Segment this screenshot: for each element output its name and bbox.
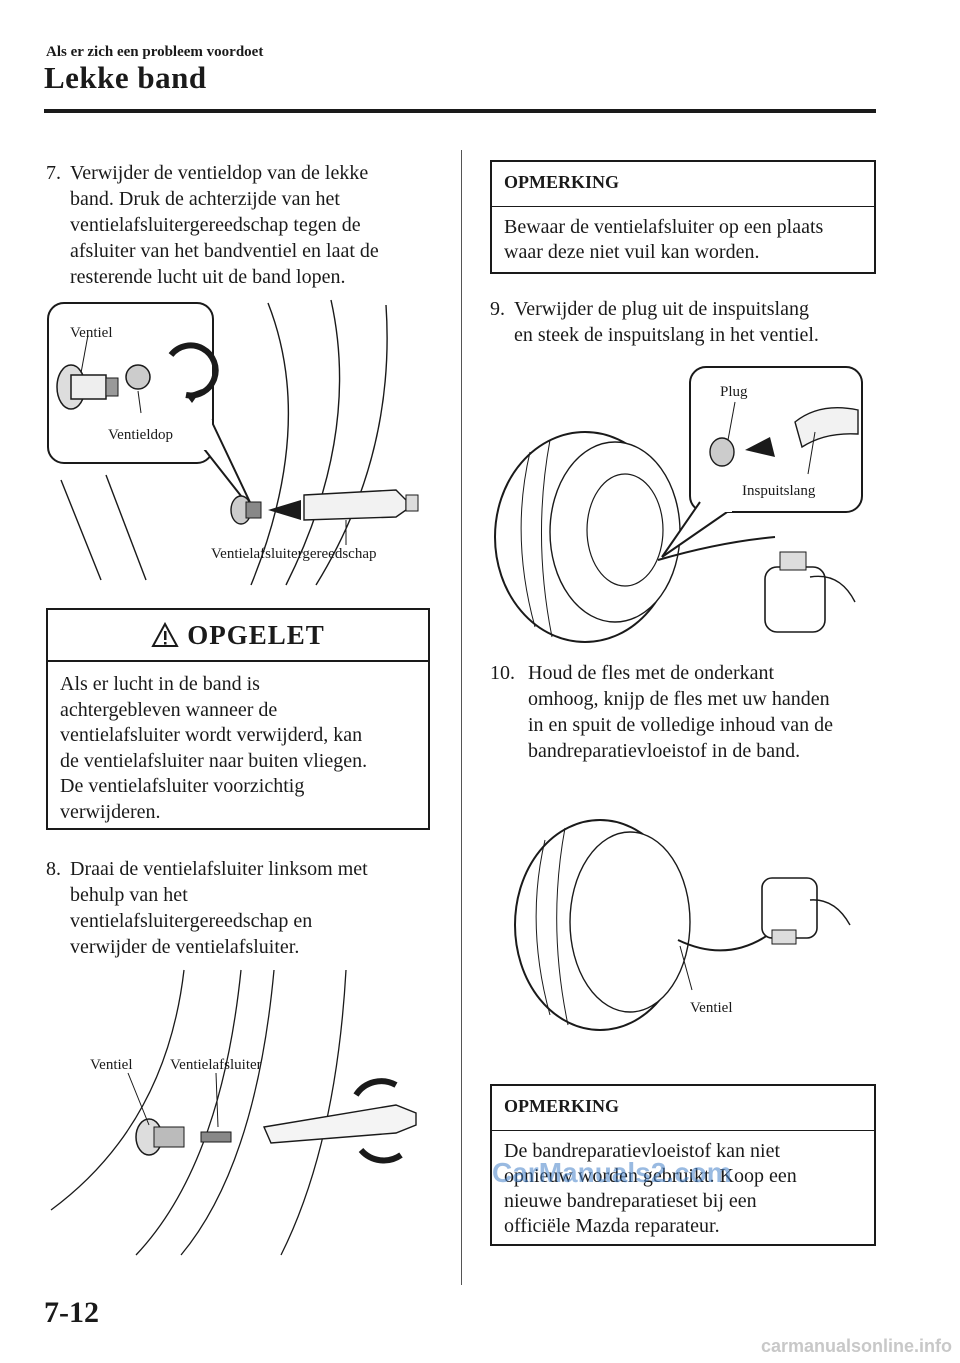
step-line: afsluiter van het bandventiel en laat de xyxy=(70,240,379,262)
caution-line: ventielafsluiter wordt verwijderd, kan xyxy=(60,724,363,746)
step-line: ventielafsluitergereedschap en xyxy=(70,910,313,932)
step-10: 10. Houd de fles met de onderkant omhoog… xyxy=(490,660,890,770)
caution-body: Als er lucht in de band is achtergebleve… xyxy=(48,662,428,835)
label-ventiel: Ventiel xyxy=(70,325,113,341)
step-line: omhoog, knijp de fles met uw handen xyxy=(528,688,830,710)
caution-box: OPGELET Als er lucht in de band is achte… xyxy=(46,608,430,830)
warning-icon xyxy=(151,622,179,647)
step-line: Draai de ventielafsluiter linksom met xyxy=(70,858,368,880)
note-body: Bewaar de ventielafsluiter op een plaats… xyxy=(492,207,874,273)
label-ventiel: Ventiel xyxy=(690,1000,733,1016)
note-line: waar deze niet vuil kan worden. xyxy=(504,241,760,263)
step-line: band. Druk de achterzijde van het xyxy=(70,188,340,210)
step-line: bandreparatievloeistof in de band. xyxy=(528,740,801,762)
caution-line: de ventielafsluiter naar buiten vliegen. xyxy=(60,749,368,772)
label-ventielafsluiter: Ventielafsluiter xyxy=(170,1057,262,1073)
footer-url[interactable]: carmanualsonline.info xyxy=(760,1336,952,1356)
step-line: ventielafsluitergereedschap tegen de xyxy=(70,214,361,236)
note-box: OPMERKING Bewaar de ventielafsluiter op … xyxy=(490,160,876,274)
step-number: 9. xyxy=(490,298,505,320)
step-line: Verwijder de plug uit de inspuitslang xyxy=(514,298,809,320)
step-line: resterende lucht uit de band lopen. xyxy=(70,266,346,288)
note-line: nieuwe bandreparatieset bij een xyxy=(504,1190,757,1212)
label-tool: Ventielafsluitergereedschap xyxy=(211,546,376,562)
label-inspuitslang: Inspuitslang xyxy=(742,483,816,499)
note-line: Bewaar de ventielafsluiter op een plaats xyxy=(504,216,824,238)
title-rule xyxy=(44,109,876,113)
figure-valve-cap-removal: Ventiel Ventieldop Ventielafsluitergeree… xyxy=(46,295,446,590)
figure-insert-hose: Plug Inspuitslang xyxy=(490,362,875,652)
caution-line: verwijderen. xyxy=(60,800,161,823)
step-number: 8. xyxy=(46,858,61,880)
step-number: 7. xyxy=(46,162,61,184)
note-line: officiële Mazda reparateur. xyxy=(504,1215,720,1237)
step-line: Verwijder de ventieldop van de lekke xyxy=(70,162,369,184)
column-divider xyxy=(461,150,462,1285)
step-7: 7. Verwijder de ventieldop van de lekke … xyxy=(46,160,446,295)
label-plug: Plug xyxy=(720,384,748,400)
watermark: CarManuals2.com xyxy=(492,1157,732,1188)
figure-valve-core-removal: Ventiel Ventielafsluiter xyxy=(46,965,446,1260)
label-ventieldop: Ventieldop xyxy=(108,427,173,443)
label-ventiel: Ventiel xyxy=(90,1057,133,1073)
step-9: 9. Verwijder de plug uit de inspuitslang… xyxy=(490,296,890,356)
caution-line: achtergebleven wanneer de xyxy=(60,698,278,721)
section-label: Als er zich een probleem voordoet xyxy=(46,44,264,60)
step-line: in en spuit de volledige inhoud van de xyxy=(528,714,833,736)
page-number: 7-12 xyxy=(44,1296,99,1329)
note-box: OPMERKING De bandreparatievloeistof kan … xyxy=(490,1084,876,1246)
figure-inject-fluid: Ventiel xyxy=(510,800,870,1040)
note-line: opnieuw worden gebruikt. Koop een xyxy=(504,1165,797,1187)
step-line: en steek de inspuitslang in het ventiel. xyxy=(514,324,819,346)
step-number: 10. xyxy=(490,662,515,684)
caution-line: De ventielafsluiter voorzichtig xyxy=(60,775,305,797)
page-title: Lekke band xyxy=(44,60,207,95)
note-title: OPMERKING xyxy=(492,1086,874,1131)
note-body: De bandreparatievloeistof kan niet opnie… xyxy=(492,1131,874,1247)
caution-title: OPGELET xyxy=(187,619,325,650)
note-line: De bandreparatievloeistof kan niet xyxy=(504,1140,780,1162)
caution-header: OPGELET xyxy=(48,610,428,662)
step-line: Houd de fles met de onderkant xyxy=(528,662,775,684)
step-8: 8. Draai de ventielafsluiter linksom met… xyxy=(46,856,446,966)
caution-line: Als er lucht in de band is xyxy=(60,673,260,695)
note-title: OPMERKING xyxy=(492,162,874,207)
step-line: behulp van het xyxy=(70,884,188,906)
step-line: verwijder de ventielafsluiter. xyxy=(70,936,300,958)
